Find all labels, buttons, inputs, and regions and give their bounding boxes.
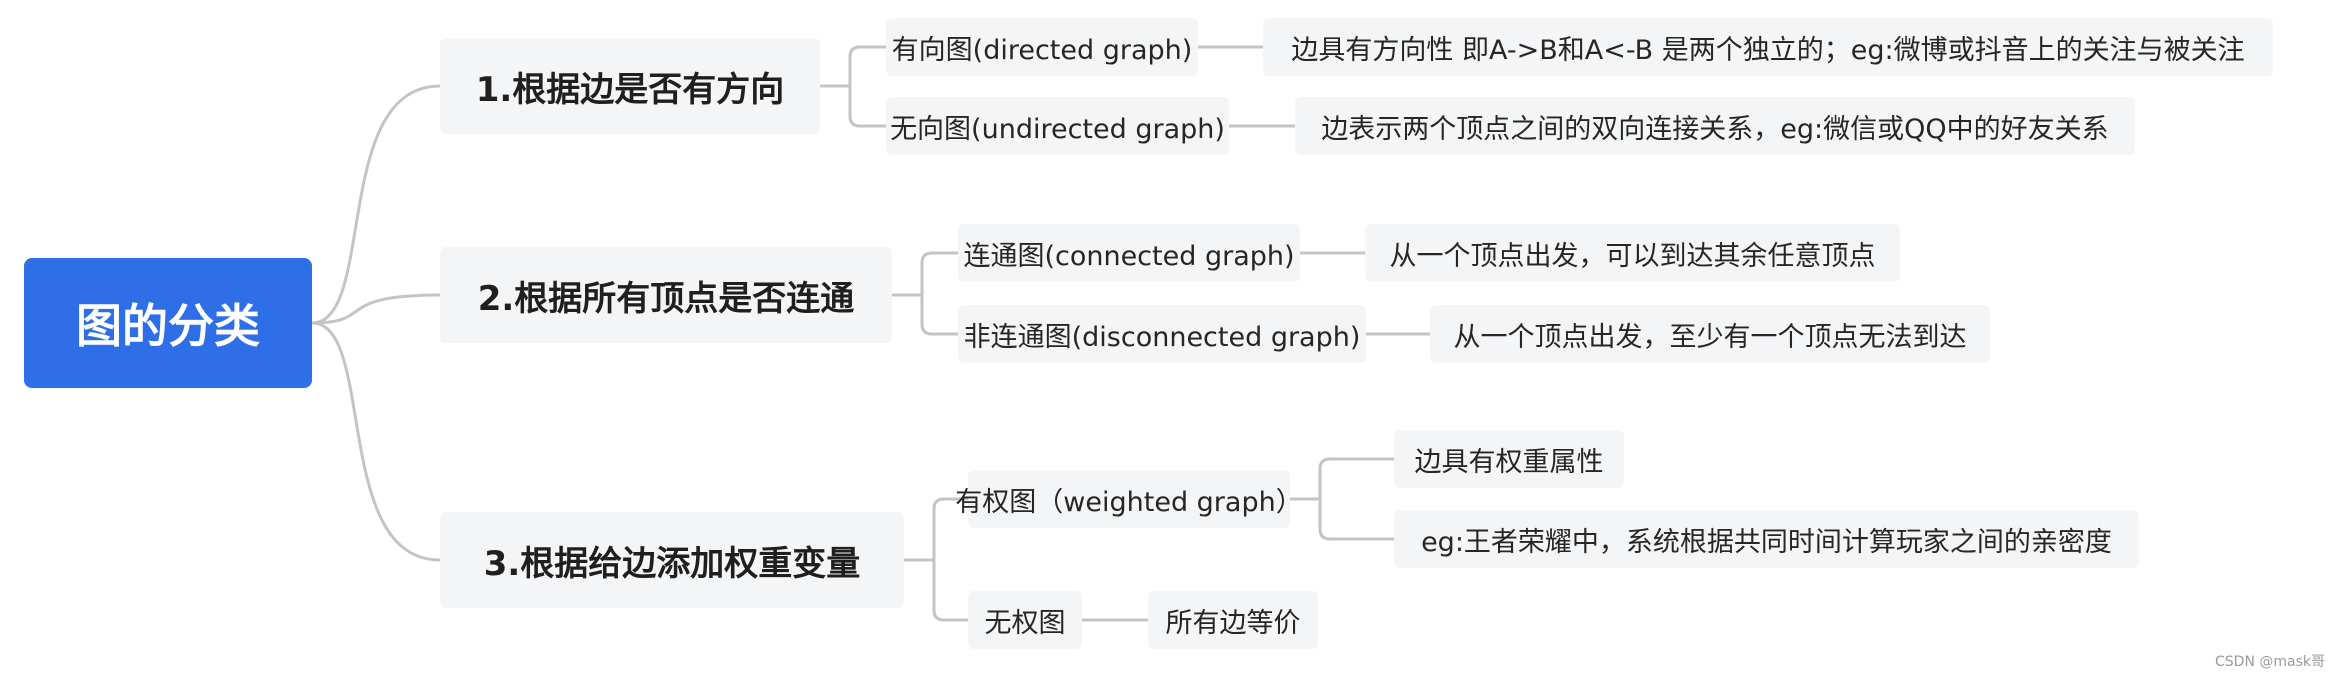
b1-link-1 (848, 45, 886, 86)
branch-2-node[interactable]: 2.根据所有顶点是否连通 (440, 247, 892, 343)
b2-link-1 (920, 251, 958, 295)
b3c1-link-2 (1318, 499, 1394, 541)
root-link-3 (311, 321, 441, 562)
b3c1-link-1 (1318, 457, 1394, 499)
branch-1-child-1-note-1[interactable]: 边具有方向性 即A->B和A<-B 是两个独立的；eg:微博或抖音上的关注与被关… (1263, 18, 2273, 76)
b2-link-2 (920, 295, 958, 336)
branch-2-child-2-note-1[interactable]: 从一个顶点出发，至少有一个顶点无法到达 (1430, 305, 1990, 363)
root-node[interactable]: 图的分类 (24, 258, 312, 388)
branch-1-child-1-node[interactable]: 有向图(directed graph) (886, 18, 1198, 76)
branch-2-child-1-note-1[interactable]: 从一个顶点出发，可以到达其余任意顶点 (1365, 224, 1900, 282)
root-link-1 (311, 84, 441, 325)
branch-3-child-1-note-2[interactable]: eg:王者荣耀中，系统根据共同时间计算玩家之间的亲密度 (1394, 510, 2139, 568)
b1-link-2 (848, 86, 886, 128)
branch-3-child-2-note-1[interactable]: 所有边等价 (1148, 591, 1318, 649)
branch-3-node[interactable]: 3.根据给边添加权重变量 (440, 512, 904, 608)
branch-3-child-2-node[interactable]: 无权图 (968, 591, 1082, 649)
b3-link-1 (932, 497, 968, 560)
branch-2-child-1-node[interactable]: 连通图(connected graph) (958, 224, 1300, 282)
watermark: CSDN @mask哥 (2215, 654, 2325, 670)
branch-2-child-2-node[interactable]: 非连通图(disconnected graph) (958, 305, 1366, 363)
root-link-2 (311, 293, 441, 325)
branch-1-node[interactable]: 1.根据边是否有方向 (440, 38, 820, 134)
branch-3-child-1-node[interactable]: 有权图（weighted graph） (955, 470, 1303, 528)
branch-1-child-2-note-1[interactable]: 边表示两个顶点之间的双向连接关系，eg:微信或QQ中的好友关系 (1295, 97, 2135, 155)
branch-1-child-2-node[interactable]: 无向图(undirected graph) (886, 97, 1229, 155)
b3-link-2 (932, 560, 968, 622)
branch-3-child-1-note-1[interactable]: 边具有权重属性 (1394, 430, 1624, 488)
